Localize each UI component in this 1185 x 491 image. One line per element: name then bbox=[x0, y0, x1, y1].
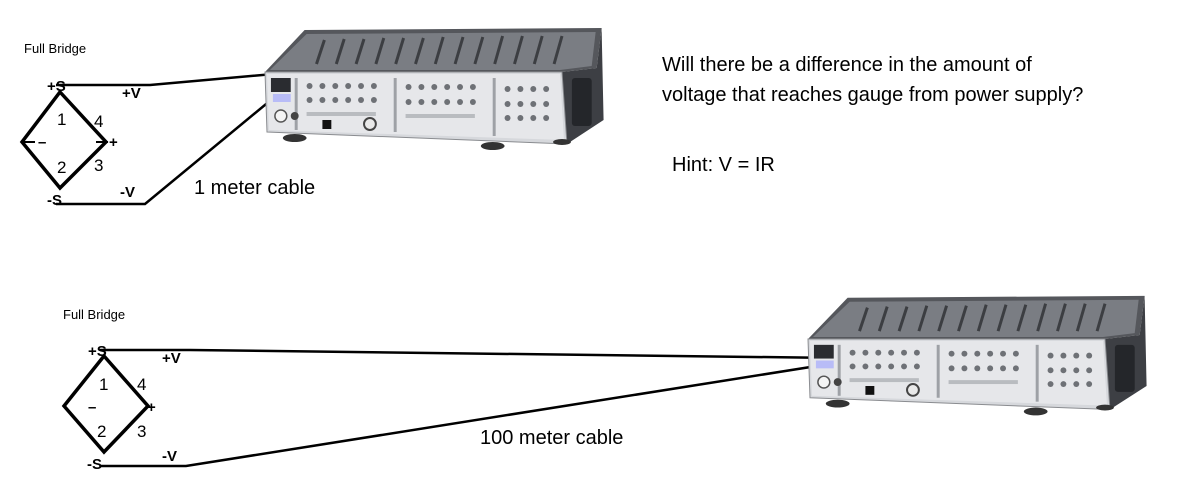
setup-2-title: Full Bridge bbox=[63, 307, 125, 322]
setup-2-minus-s-label: -S bbox=[87, 456, 102, 473]
setup-1-minus-s-label: -S bbox=[47, 192, 62, 209]
question-line-1: Will there be a difference in the amount… bbox=[662, 54, 1032, 76]
setup-2-mid-minus: – bbox=[88, 399, 96, 416]
question-line-2: voltage that reaches gauge from power su… bbox=[662, 84, 1083, 106]
setup-2: Full Bridge +S +V -S -V 1 4 2 3 – + 100 … bbox=[61, 294, 1149, 473]
setup-2-cable-minus bbox=[126, 360, 843, 468]
setup-1-cable-minus bbox=[83, 75, 301, 206]
hint-text: Hint: V = IR bbox=[672, 154, 775, 176]
setup-1-arm-4: 4 bbox=[94, 112, 103, 131]
setup-2-arm-4: 4 bbox=[137, 375, 146, 394]
setup-2-arm-3: 3 bbox=[137, 422, 146, 441]
setup-2-minus-v-label: -V bbox=[162, 448, 177, 465]
setup-1-plus-v-label: +V bbox=[122, 85, 141, 102]
setup-1-mid-plus: + bbox=[109, 134, 118, 151]
setup-2-cable-plus bbox=[126, 348, 839, 360]
setup-1-mid-minus: – bbox=[38, 134, 46, 151]
setup-2-arm-1: 1 bbox=[99, 375, 108, 394]
setup-1-plus-s-label: +S bbox=[47, 78, 66, 95]
setup-2-plus-s-label: +S bbox=[88, 343, 107, 360]
setup-1-arm-1: 1 bbox=[57, 110, 66, 129]
setup-2-cable-label: 100 meter cable bbox=[480, 427, 623, 449]
setup-1-bridge bbox=[19, 89, 109, 191]
setup-1: Full Bridge +S +V -S -V 1 4 2 3 – + 1 me… bbox=[19, 26, 606, 209]
setup-2-plus-v-label: +V bbox=[162, 350, 181, 367]
setup-1-arm-3: 3 bbox=[94, 156, 103, 175]
setup-1-daq-device-icon bbox=[263, 26, 606, 152]
setup-2-daq-device-icon bbox=[806, 294, 1149, 417]
setup-2-bridge bbox=[61, 353, 151, 455]
setup-1-arm-2: 2 bbox=[57, 158, 66, 177]
setup-2-arm-2: 2 bbox=[97, 422, 106, 441]
setup-2-mid-plus: + bbox=[147, 399, 156, 416]
setup-1-title: Full Bridge bbox=[24, 41, 86, 56]
setup-1-minus-v-label: -V bbox=[120, 184, 135, 201]
setup-1-cable-plus bbox=[83, 70, 297, 87]
setup-1-cable-label: 1 meter cable bbox=[194, 177, 315, 199]
